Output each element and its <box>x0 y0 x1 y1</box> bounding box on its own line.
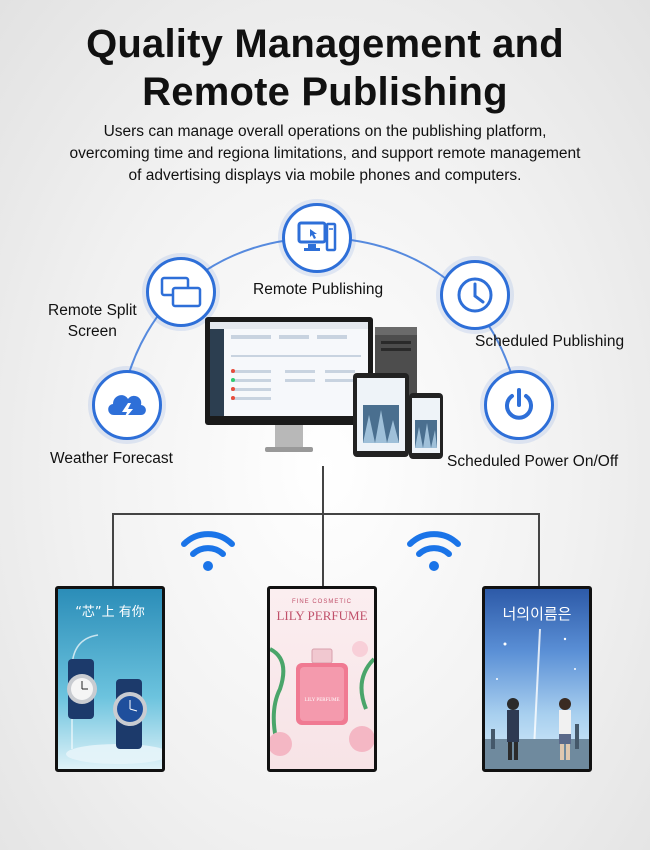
computer-touch-icon <box>297 221 337 252</box>
wifi-icon <box>181 531 235 571</box>
screen-title-text: LILY PERFUME <box>276 608 368 623</box>
clock-icon <box>457 277 493 313</box>
scheduled-publishing-label: Scheduled Publishing <box>475 333 625 350</box>
page-title-line1: Quality Management and <box>86 22 564 66</box>
remote-publishing-feature <box>282 203 352 273</box>
weather-forecast-feature <box>92 370 162 440</box>
screen-small-text: FINE COSMETIC <box>291 599 352 605</box>
devices-illustration <box>205 317 443 459</box>
scheduled-power-label: Scheduled Power On/Off <box>447 453 619 470</box>
watch-product-image <box>66 634 162 764</box>
page-subtitle: Users can manage overall operations on t… <box>20 121 630 187</box>
screen-title-text: 너의이름은 <box>502 605 572 623</box>
remote-split-label-line1: Remote Split <box>48 302 137 319</box>
wifi-icon <box>407 531 461 571</box>
screen-brand-text: “芯”上 有你 <box>75 605 145 620</box>
display-screen-movie: 너의이름은 <box>482 586 592 772</box>
subtitle-line: Users can manage overall operations on t… <box>103 123 547 140</box>
scheduled-publishing-feature <box>440 260 510 330</box>
remote-split-label-line2: Screen <box>67 323 117 340</box>
display-screen-watch: “芯”上 有你 <box>55 586 165 772</box>
display-screen-perfume: FINE COSMETIC LILY PERFUME LILY PERFUME <box>267 586 377 772</box>
remote-split-label: Remote Split Screen <box>48 300 137 342</box>
bottle-label-text: LILY PERFUME <box>304 698 340 703</box>
remote-publishing-label: Remote Publishing <box>253 281 384 298</box>
cloud-lightning-icon <box>108 395 146 421</box>
page-title-line2: Remote Publishing <box>142 70 508 114</box>
split-screen-icon <box>160 276 202 308</box>
subtitle-line: overcoming time and regiona limitations,… <box>69 145 581 162</box>
power-icon <box>505 388 533 420</box>
weather-forecast-label: Weather Forecast <box>50 450 173 467</box>
remote-split-feature <box>146 257 216 327</box>
movie-poster-image <box>485 628 589 769</box>
scheduled-power-feature <box>484 370 554 440</box>
subtitle-line: of advertising displays via mobile phone… <box>128 167 522 184</box>
perfume-product-image <box>270 641 374 756</box>
